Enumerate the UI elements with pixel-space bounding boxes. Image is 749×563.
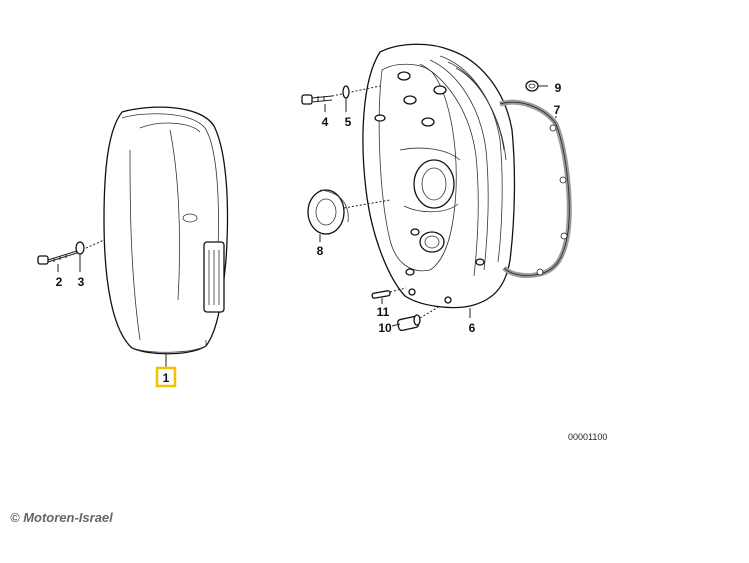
callout-5-label[interactable]: 5 bbox=[345, 115, 352, 129]
callout-9-label[interactable]: 9 bbox=[555, 81, 562, 95]
washer-part-3[interactable] bbox=[75, 239, 105, 255]
washer-part-9[interactable] bbox=[525, 80, 539, 92]
callout-6-label[interactable]: 6 bbox=[469, 321, 476, 335]
callout-7-label[interactable]: 7 bbox=[554, 103, 561, 117]
callout-10-label[interactable]: 10 bbox=[378, 321, 392, 335]
callout-1-label: 1 bbox=[163, 371, 170, 385]
callout-1[interactable]: 1 bbox=[155, 366, 177, 388]
sleeve-part-10[interactable] bbox=[397, 305, 441, 332]
diagram-code: 00001100 bbox=[568, 432, 607, 442]
cylinder-head-part-6[interactable] bbox=[362, 43, 516, 309]
copyright-text: © Motoren-Israel bbox=[10, 510, 113, 525]
callout-11-label[interactable]: 11 bbox=[377, 305, 390, 319]
leader-lines bbox=[57, 85, 557, 368]
callout-4-label[interactable]: 4 bbox=[322, 115, 329, 129]
screw-part-2[interactable] bbox=[37, 249, 81, 265]
callout-3-label[interactable]: 3 bbox=[78, 275, 85, 289]
bolt-part-4[interactable] bbox=[301, 85, 381, 105]
washer-part-5[interactable] bbox=[342, 85, 350, 99]
callout-8-label[interactable]: 8 bbox=[317, 244, 324, 258]
pin-part-11[interactable] bbox=[371, 287, 407, 299]
callout-2-label[interactable]: 2 bbox=[56, 275, 63, 289]
seal-ring-part-8[interactable] bbox=[307, 189, 391, 235]
valve-cover-part-1[interactable] bbox=[103, 106, 229, 355]
gasket-part-7[interactable] bbox=[499, 99, 572, 279]
